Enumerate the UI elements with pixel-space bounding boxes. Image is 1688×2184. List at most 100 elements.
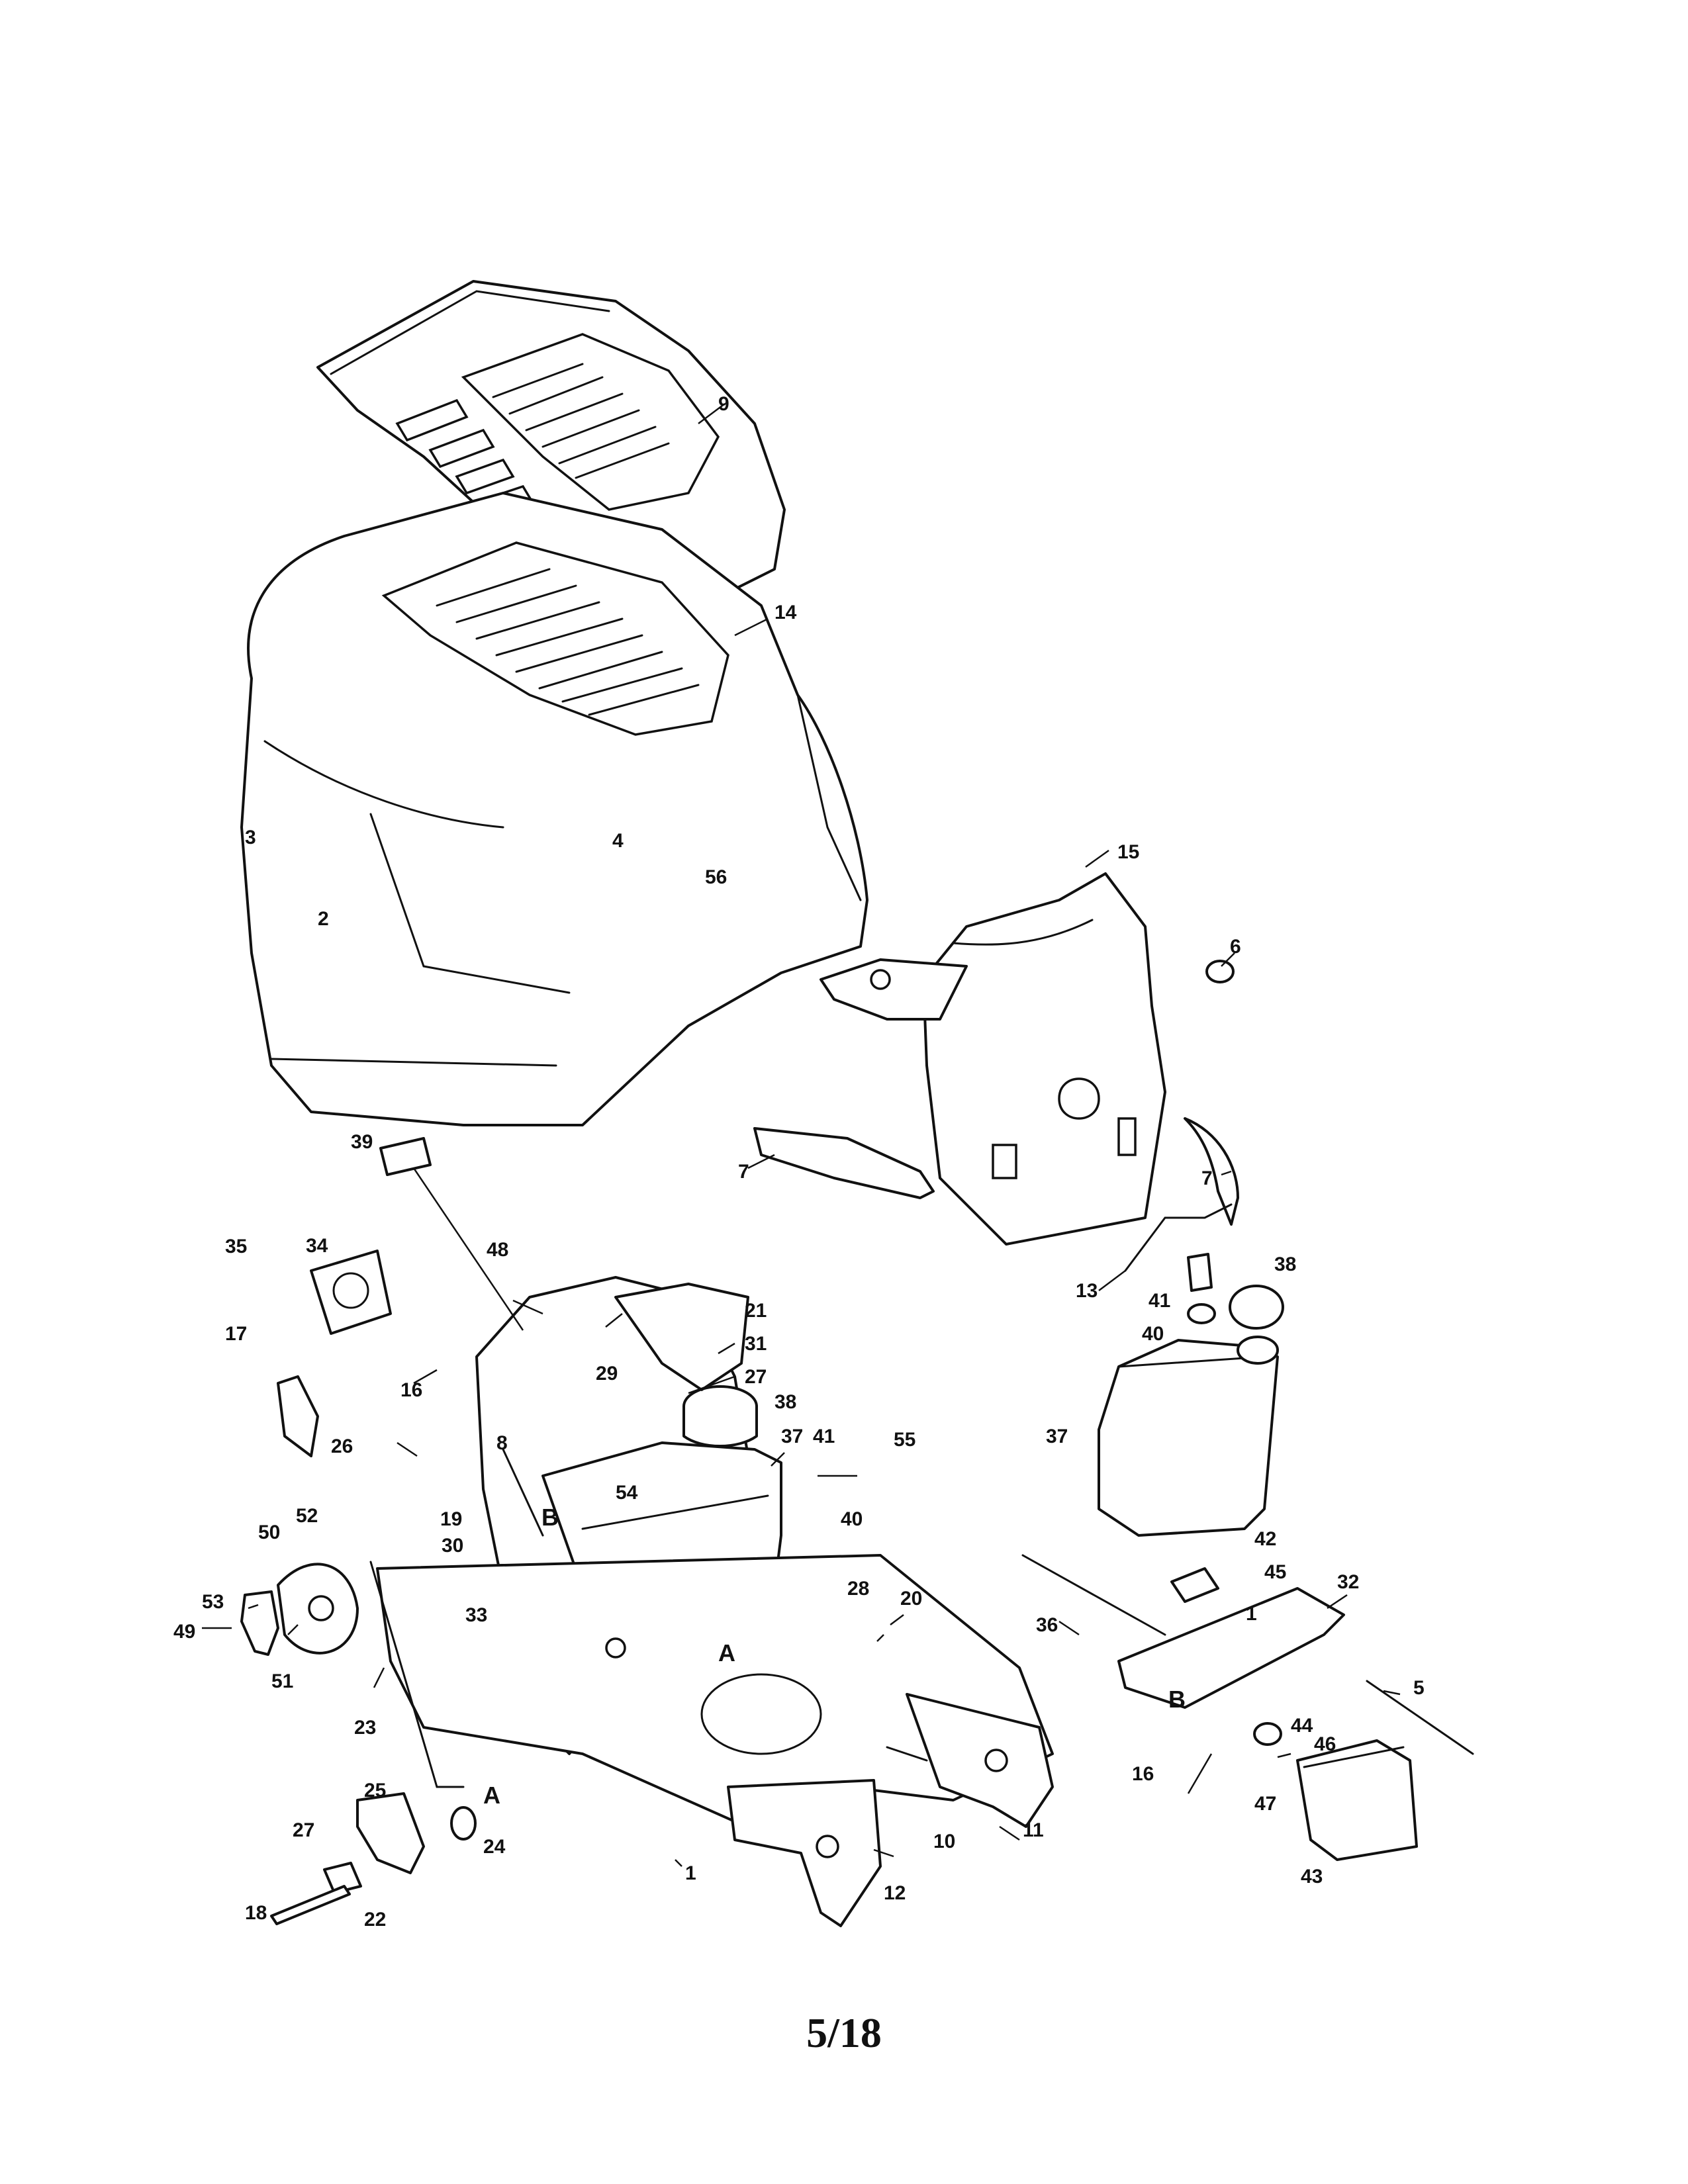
callout-17: 17 [225, 1323, 247, 1345]
callout-55: 55 [894, 1429, 915, 1451]
fuel-filter-41-right [1187, 1253, 1213, 1292]
callout-38: 38 [774, 1391, 796, 1413]
callout-18: 18 [245, 1902, 267, 1924]
callout-7b: 7 [1201, 1167, 1213, 1189]
callout-30: 30 [442, 1535, 463, 1557]
callout-25: 25 [364, 1780, 386, 1801]
callout-50: 50 [258, 1522, 280, 1543]
cable-tie-36 [1021, 1554, 1166, 1636]
callout-38b: 38 [1274, 1253, 1296, 1275]
callout-22: 22 [364, 1909, 386, 1931]
callout-31: 31 [745, 1333, 767, 1355]
grille [922, 872, 1166, 1246]
callout-16b: 16 [1132, 1763, 1154, 1785]
battery-43 [1296, 1739, 1418, 1861]
ref-letter-b-bracket: B [1168, 1686, 1186, 1713]
spacer-24 [450, 1806, 477, 1841]
callout-9: 9 [718, 393, 729, 415]
callout-5: 5 [1413, 1677, 1425, 1699]
callout-23: 23 [354, 1717, 376, 1739]
callout-1b: 1 [1246, 1603, 1257, 1625]
callout-6: 6 [1230, 936, 1241, 958]
callout-2: 2 [318, 908, 329, 930]
washer-22 [323, 1862, 362, 1894]
headlight-lens [820, 958, 968, 1021]
callout-47: 47 [1254, 1793, 1276, 1815]
callout-26: 26 [331, 1435, 353, 1457]
steering-gear-50 [277, 1563, 359, 1655]
battery-post-44 [1253, 1722, 1282, 1746]
callout-33: 33 [465, 1604, 487, 1626]
page-number: 5/18 [806, 2009, 882, 2056]
callout-54: 54 [616, 1482, 638, 1504]
leader-lines [202, 403, 1401, 1867]
relay-34 [310, 1250, 392, 1335]
callout-41b: 41 [1149, 1290, 1170, 1312]
callout-16: 16 [400, 1379, 422, 1401]
callout-4: 4 [612, 830, 624, 852]
callout-41: 41 [813, 1426, 835, 1447]
callout-43: 43 [1301, 1866, 1323, 1888]
hood-insert-vents [492, 363, 670, 479]
callout-3: 3 [245, 827, 256, 848]
callout-27: 27 [745, 1366, 767, 1388]
clip-39 [379, 1137, 432, 1176]
pivot-bracket-25 [356, 1792, 425, 1874]
fuel-cap-38 [1229, 1285, 1284, 1330]
callout-51: 51 [271, 1670, 293, 1692]
lens-left [753, 1127, 935, 1199]
fuel-tank-37 [1098, 1339, 1279, 1537]
callout-24: 24 [483, 1836, 506, 1858]
callout-14: 14 [774, 602, 797, 623]
callout-35: 35 [225, 1236, 247, 1257]
callout-20: 20 [900, 1588, 922, 1610]
hood-insert [316, 280, 786, 617]
fuel-cap-center [682, 1385, 758, 1447]
callout-42: 42 [1254, 1528, 1276, 1550]
callout-39: 39 [351, 1131, 373, 1153]
callout-1: 1 [685, 1862, 696, 1884]
callout-45: 45 [1264, 1561, 1286, 1583]
callout-36: 36 [1036, 1614, 1058, 1636]
callout-19: 19 [440, 1508, 462, 1530]
steering-rod-23 [369, 1561, 465, 1788]
callout-40: 40 [841, 1508, 863, 1530]
callout-53: 53 [202, 1591, 224, 1613]
ref-letter-b-dash: B [541, 1504, 559, 1531]
keyswitch-26 [277, 1375, 319, 1457]
axle-bracket-11 [906, 1693, 1054, 1828]
hood-vents [436, 568, 700, 716]
lens-right [1184, 1117, 1239, 1226]
callout-15: 15 [1117, 841, 1139, 863]
callout-40b: 40 [1142, 1323, 1164, 1345]
callout-48: 48 [487, 1239, 508, 1261]
callout-8: 8 [496, 1432, 508, 1454]
callout-12: 12 [884, 1882, 906, 1904]
pin-18 [270, 1885, 351, 1925]
callout-13: 13 [1076, 1280, 1098, 1302]
strap-5 [1366, 1680, 1474, 1755]
callout-46: 46 [1314, 1733, 1336, 1755]
bolt-6 [1205, 960, 1235, 983]
callout-28: 28 [847, 1578, 869, 1600]
callout-29: 29 [596, 1363, 618, 1385]
bracket-21 [614, 1283, 749, 1391]
callout-44: 44 [1291, 1715, 1313, 1737]
callout-27b: 27 [293, 1819, 314, 1841]
reference-letters: A A B B [483, 1504, 1186, 1809]
fuel-line-13 [1124, 1203, 1233, 1272]
bracket-32 [1117, 1587, 1345, 1709]
ref-letter-a-frame: A [718, 1639, 735, 1666]
callout-11: 11 [1023, 1819, 1044, 1841]
callout-49: 49 [173, 1621, 195, 1643]
callout-10: 10 [933, 1831, 955, 1852]
callout-56: 56 [705, 866, 727, 888]
callout-37: 37 [781, 1426, 803, 1447]
grommet-40-right [1187, 1303, 1216, 1324]
callout-21: 21 [745, 1300, 767, 1322]
steering-pinion-51 [240, 1590, 279, 1656]
axle-bracket-12 [727, 1779, 882, 1927]
callout-32: 32 [1337, 1571, 1359, 1593]
callout-34: 34 [306, 1235, 328, 1257]
hood [240, 492, 868, 1126]
